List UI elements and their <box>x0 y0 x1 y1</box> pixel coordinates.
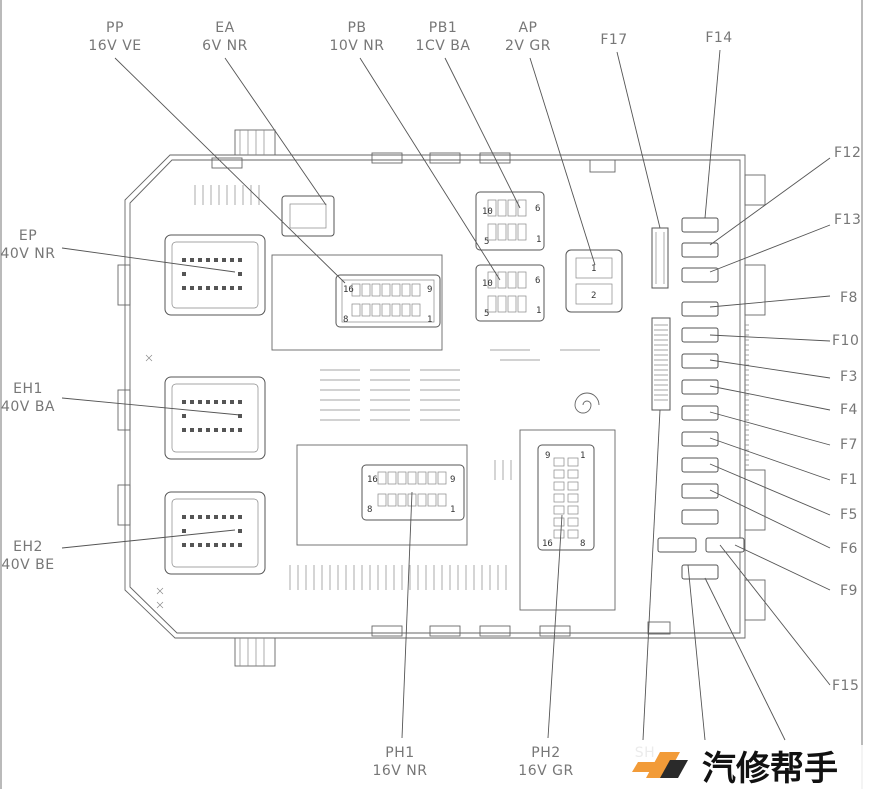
label-f12: F12 <box>834 145 861 161</box>
connector-eh2 <box>164 491 266 575</box>
connector-pb1: 10 6 5 1 <box>475 191 545 251</box>
right-labels: F12 F13 F8 F10 F3 F4 F7 F1 F5 F6 F9 F15 <box>832 145 861 694</box>
ph2-pin-1: 1 <box>580 451 585 461</box>
label-f4: F4 <box>840 402 858 418</box>
connector-ep <box>164 234 266 316</box>
label-f5: F5 <box>840 507 858 523</box>
watermark: 汽修帮手 <box>632 745 864 789</box>
ph1-pin-9: 9 <box>450 475 455 485</box>
ph1-pin-1: 1 <box>450 505 455 515</box>
label-ap-spec: 2V GR <box>505 38 551 54</box>
watermark-logo-icon <box>632 752 688 778</box>
pb1-pin-6: 6 <box>535 204 540 214</box>
pb-pin-5: 5 <box>484 309 489 319</box>
label-f1: F1 <box>840 472 858 488</box>
label-ph2-spec: 16V GR <box>518 763 573 779</box>
label-f6: F6 <box>840 541 858 557</box>
mini-fuses <box>657 217 745 580</box>
pp-pin-8: 8 <box>343 315 348 325</box>
pp-pin-9: 9 <box>427 285 432 295</box>
connector-ea <box>281 195 335 237</box>
label-f13: F13 <box>834 212 861 228</box>
label-ph1: PH1 <box>385 745 414 761</box>
label-pb1-spec: 1CV BA <box>416 38 471 54</box>
pb-pin-1: 1 <box>536 306 541 316</box>
connector-ph1: 16 9 8 1 <box>296 444 468 546</box>
label-ep: EP <box>19 228 37 244</box>
ph2-pin-9: 9 <box>545 451 550 461</box>
label-pb1: PB1 <box>429 20 457 36</box>
ph1-pin-8: 8 <box>367 505 372 515</box>
label-ph2: PH2 <box>531 745 560 761</box>
label-pb-spec: 10V NR <box>329 38 384 54</box>
connector-eh1 <box>164 376 266 460</box>
connector-pb: 10 6 5 1 <box>475 264 545 322</box>
pb1-pin-5: 5 <box>484 237 489 247</box>
ph2-pin-16: 16 <box>542 539 553 549</box>
spiral-symbol <box>574 392 600 414</box>
ap-pin-2: 2 <box>591 291 596 301</box>
label-f10: F10 <box>832 333 859 349</box>
label-ep-spec: 40V NR <box>0 246 55 262</box>
label-f17: F17 <box>600 32 627 48</box>
pp-pin-1: 1 <box>427 315 432 325</box>
bottom-labels: PH1 16V NR PH2 16V GR SH <box>372 745 654 779</box>
label-pb: PB <box>347 20 366 36</box>
x-marks <box>145 354 164 609</box>
label-f14: F14 <box>705 30 732 46</box>
label-eh2: EH2 <box>13 539 43 555</box>
ph1-pin-16: 16 <box>367 475 378 485</box>
label-ph1-spec: 16V NR <box>372 763 427 779</box>
leader-lines <box>61 49 831 741</box>
label-ap: AP <box>518 20 537 36</box>
fuse-sh-strip <box>651 317 671 411</box>
fuse-f17 <box>651 227 669 289</box>
fuse-box-housing <box>117 129 766 667</box>
ap-pin-1: 1 <box>591 264 596 274</box>
label-ea-spec: 6V NR <box>202 38 248 54</box>
label-eh1: EH1 <box>13 381 43 397</box>
ph2-pin-8: 8 <box>580 539 585 549</box>
label-eh2-spec: 40V BE <box>1 557 54 573</box>
pb-pin-10: 10 <box>482 279 493 289</box>
connector-pp: 16 9 8 1 <box>271 254 443 351</box>
label-pp-spec: 16V VE <box>88 38 141 54</box>
pp-pin-16: 16 <box>343 285 354 295</box>
label-f8: F8 <box>840 290 858 306</box>
label-f3: F3 <box>840 369 858 385</box>
label-eh1-spec: 40V BA <box>1 399 55 415</box>
left-labels: EP 40V NR EH1 40V BA EH2 40V BE <box>0 228 55 573</box>
connector-ap: 1 2 <box>565 249 623 313</box>
label-pp: PP <box>106 20 124 36</box>
label-f9: F9 <box>840 583 858 599</box>
pb-pin-6: 6 <box>535 276 540 286</box>
label-f7: F7 <box>840 437 858 453</box>
label-ea: EA <box>215 20 234 36</box>
label-f15: F15 <box>832 678 859 694</box>
connector-ph2: 9 1 16 8 <box>519 429 616 611</box>
vent-slots <box>194 185 600 590</box>
top-labels: PP 16V VE EA 6V NR PB 10V NR PB1 1CV BA … <box>88 20 732 54</box>
ribbed-strip <box>744 320 749 470</box>
pb1-pin-1: 1 <box>536 235 541 245</box>
watermark-text: 汽修帮手 <box>702 749 838 789</box>
pb1-pin-10: 10 <box>482 207 493 217</box>
